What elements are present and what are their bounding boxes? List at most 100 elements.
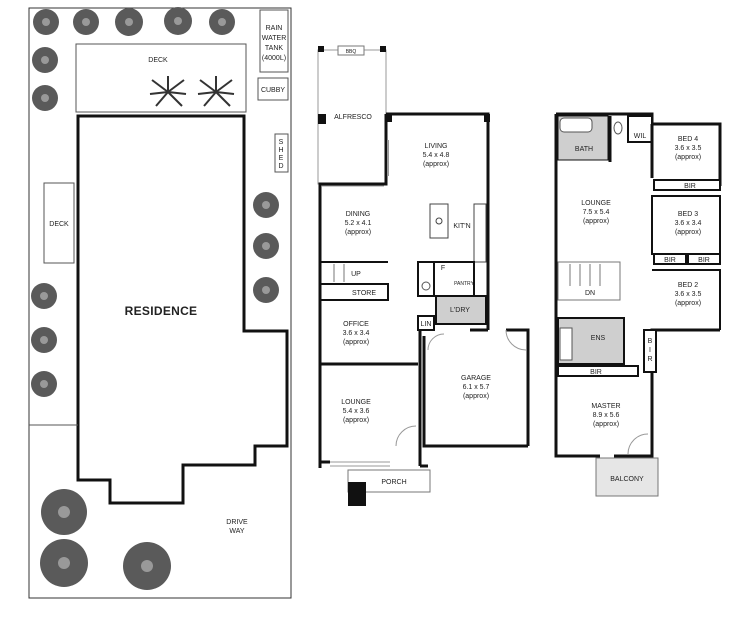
upper-lounge-size: 7.5 x 5.4 [583,209,610,216]
tree-icon [33,9,59,35]
driveway-label-1: DRIVE [226,519,248,526]
balcony-area [595,457,659,497]
stairs-up-label: UP [351,271,361,278]
garage-walls [422,328,530,448]
bed4-label: BED 4 [678,136,698,143]
deck-top [75,43,247,113]
shed-label-1: S [279,139,284,146]
porch-label: PORCH [381,479,406,486]
tree-icon [31,371,57,397]
dining-size: 5.2 x 4.1 [345,220,372,227]
pantry-label: PANTRY [454,281,474,287]
office-approx: (approx) [343,339,369,346]
bir-vertical-1: B [648,338,653,345]
store-label: STORE [352,290,376,297]
bed4-size: 3.6 x 3.5 [675,145,702,152]
cubby [257,77,289,101]
bir-vertical-3: R [647,356,652,363]
kitchen-label: KIT'N [453,223,470,230]
driveway-label-2: WAY [229,528,244,535]
bbq-label: BBQ [346,49,357,55]
linen-label: LIN [421,321,432,328]
tree-icon [32,47,58,73]
bed2-size: 3.6 x 3.5 [675,291,702,298]
deck-top-label: DECK [148,57,168,64]
residence-label: RESIDENCE [125,304,198,318]
tree-icon [253,277,279,303]
ground-floor-plan: BBQ ALFRESCO LIVING 5.4 x 4.8 (approx) D… [317,45,530,506]
deck-side [43,182,75,264]
site-boundary [28,7,292,599]
bed3-size: 3.6 x 3.4 [675,220,702,227]
bed2-approx: (approx) [675,300,701,307]
alfresco-label: ALFRESCO [334,114,372,121]
tree-icon [31,283,57,309]
bed2-label: BED 2 [678,282,698,289]
dining-approx: (approx) [345,229,371,236]
bir-master-label: BIR [590,369,602,376]
palm-icon [197,76,235,107]
kitchen-island [429,203,449,239]
living-label: LIVING [425,143,448,150]
bir-vertical-2: I [649,347,651,354]
tree-icon [32,85,58,111]
tree-icon [115,8,143,36]
rain-tank-label-3: TANK [265,45,283,52]
living-approx: (approx) [423,161,449,168]
master-approx: (approx) [593,421,619,428]
shed [274,133,289,173]
palm-icon [149,76,187,107]
bir-bed4-label: BIR [684,183,696,190]
ensuite-label: ENS [591,335,606,342]
rain-tank-label-2: WATER [262,35,287,42]
tree-icon [40,539,88,587]
dining-label: DINING [346,211,371,218]
bed3-label: BED 3 [678,211,698,218]
shed-label-4: D [278,163,283,170]
bath-label: BATH [575,146,593,153]
garage-label: GARAGE [461,375,491,382]
upper-lounge-approx: (approx) [583,218,609,225]
shed-label-3: E [279,155,284,162]
laundry-label: L'DRY [450,307,470,314]
garage-size: 6.1 x 5.7 [463,384,490,391]
deck-side-label: DECK [49,221,69,228]
porch-area [347,469,431,493]
fridge-label: F [441,265,445,272]
master-label: MASTER [591,403,620,410]
balcony-label: BALCONY [610,476,644,483]
lounge-size: 5.4 x 3.6 [343,408,370,415]
rain-tank [259,9,289,73]
residence-footprint [76,114,289,505]
rain-tank-label-1: RAIN [266,25,283,32]
cubby-label: CUBBY [261,87,285,94]
garage-approx: (approx) [463,393,489,400]
upper-lounge-label: LOUNGE [581,200,611,207]
stairs-down-label: DN [585,290,595,297]
wil-label: WIL [634,133,647,140]
bir-left-label: BIR [664,257,676,264]
tree-icon [253,233,279,259]
office-size: 3.6 x 3.4 [343,330,370,337]
tree-icon [209,9,235,35]
bir-right-label: BIR [698,257,710,264]
bed4-approx: (approx) [675,154,701,161]
lounge-approx: (approx) [343,417,369,424]
lounge-label: LOUNGE [341,399,371,406]
laundry-area [435,295,487,325]
upper-floor-plan: BATH WIL BED 4 3.6 x 3.5 (approx) BIR LO… [554,112,722,497]
tree-icon [41,489,87,535]
bbq [337,45,365,56]
tree-icon [164,7,192,35]
shed-label-2: H [278,147,283,154]
master-size: 8.9 x 5.6 [593,412,620,419]
tree-icon [31,327,57,353]
bed3-approx: (approx) [675,229,701,236]
living-size: 5.4 x 4.8 [423,152,450,159]
tree-icon [123,542,171,590]
site-plan: RAIN WATER TANK (4000L) CUBBY S H E D DE… [28,7,292,599]
tree-icon [73,9,99,35]
tree-icon [253,192,279,218]
office-label: OFFICE [343,321,369,328]
